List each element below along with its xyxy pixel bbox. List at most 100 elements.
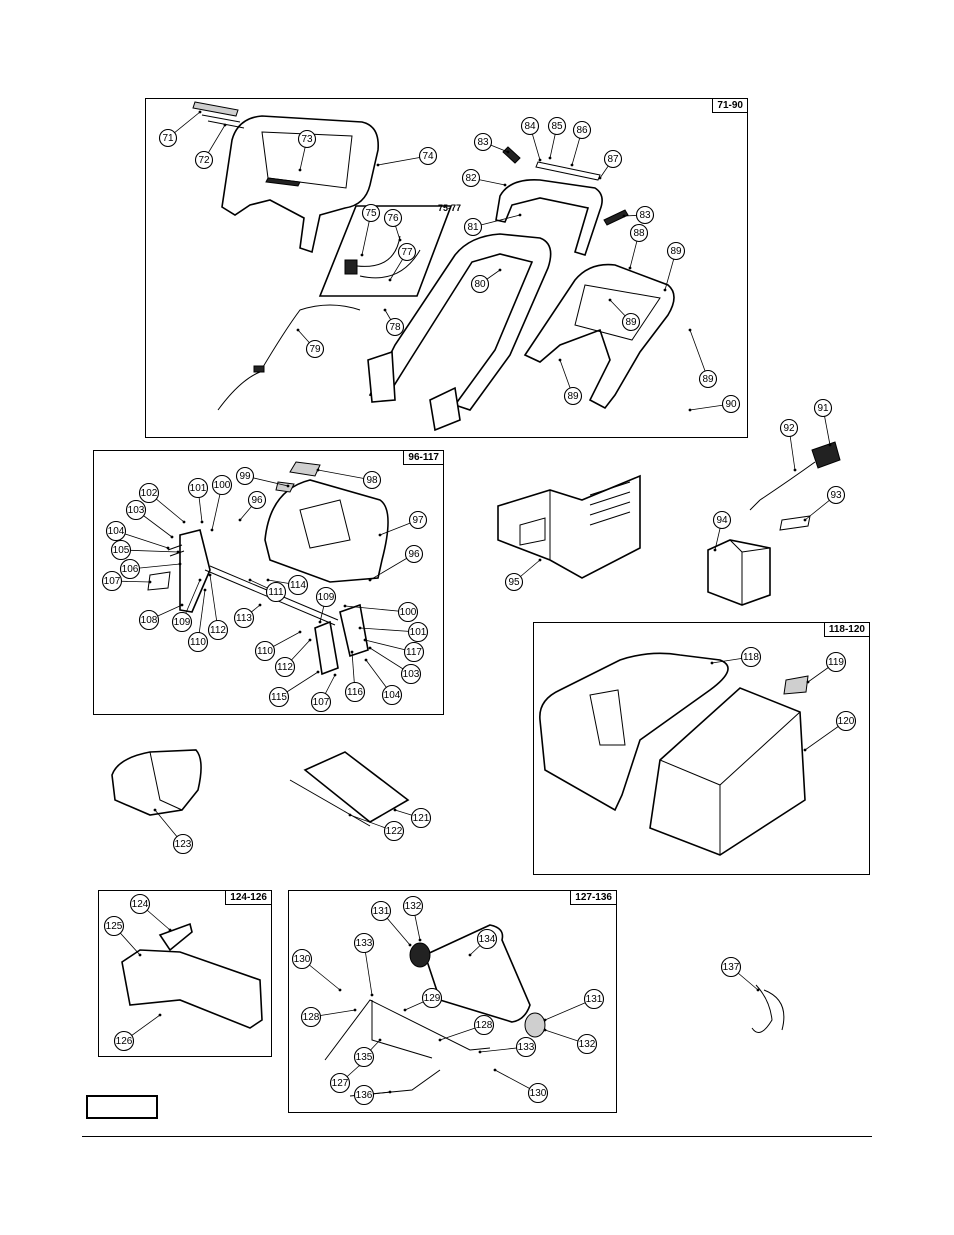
leader-dot [393, 808, 397, 812]
part-number: 131 [373, 906, 390, 917]
part-callout-121: 121 [410, 807, 432, 829]
part-number: 112 [210, 625, 226, 636]
part-callout-93: 93 [826, 485, 846, 505]
part-callout-96: 96 [404, 544, 424, 564]
leader-dot [378, 533, 382, 537]
panel-tag: 71-90 [712, 99, 747, 113]
part-number: 124 [132, 899, 149, 910]
leader-dot [358, 626, 362, 630]
roller-assembly [324, 924, 546, 1097]
part-number: 89 [702, 374, 714, 385]
part-number: 134 [479, 934, 496, 945]
upper-handle-bar [495, 146, 629, 256]
leader-dot [364, 658, 368, 662]
part-callout-117: 117 [403, 641, 425, 663]
leader-dot [543, 1028, 547, 1032]
footer-divider [82, 1136, 872, 1137]
part-callout-103: 103 [125, 499, 147, 521]
part-number: 137 [723, 962, 740, 973]
leader-dot [316, 468, 320, 472]
part-number: 72 [198, 155, 210, 166]
part-callout-94: 94 [712, 510, 732, 530]
part-number: 118 [743, 652, 759, 663]
part-callout-101: 101 [407, 621, 429, 643]
leader-dot [266, 578, 270, 582]
part-number: 86 [576, 125, 588, 136]
leader-dot [793, 468, 797, 472]
leader-dot [478, 1050, 482, 1054]
part-number: 91 [817, 403, 829, 414]
leader-dot [368, 578, 372, 582]
leader-dot [210, 528, 214, 532]
leader-dot [803, 518, 807, 522]
leader-dot [622, 214, 626, 218]
part-callout-74: 74 [418, 146, 438, 166]
part-number: 105 [113, 545, 130, 556]
part-callout-90: 90 [721, 394, 741, 414]
part-number: 100 [400, 607, 417, 618]
leader-dot [468, 953, 472, 957]
part-number: 71 [162, 133, 174, 144]
leader-dot [548, 156, 552, 160]
part-callout-114: 114 [287, 574, 309, 596]
leader-dot [376, 163, 380, 167]
part-number: 101 [190, 483, 207, 494]
part-callout-115: 115 [268, 686, 290, 708]
leader-dot [168, 928, 172, 932]
leader-dot [570, 163, 574, 167]
part-callout-89: 89 [698, 369, 718, 389]
part-callout-119: 119 [825, 651, 847, 673]
part-number: 132 [405, 901, 422, 912]
rear-cover [264, 461, 389, 583]
leader-dot [538, 558, 542, 562]
part-number: 135 [356, 1052, 373, 1063]
part-callout-133: 133 [515, 1036, 537, 1058]
axle-bracket-left [167, 529, 211, 613]
leader-dot [538, 158, 542, 162]
part-number: 89 [625, 317, 637, 328]
part-number: 93 [830, 490, 842, 501]
part-callout-96: 96 [247, 490, 267, 510]
part-callout-89: 89 [666, 241, 686, 261]
leader-dot [203, 588, 207, 592]
part-number: 92 [783, 423, 795, 434]
part-callout-81: 81 [463, 217, 483, 237]
part-number: 82 [465, 173, 477, 184]
part-callout-135: 135 [353, 1046, 375, 1068]
part-callout-116: 116 [344, 681, 366, 703]
label-sticker [147, 571, 171, 591]
leader-dot [182, 520, 186, 524]
part-number: 109 [174, 617, 191, 628]
leader-dot [756, 988, 760, 992]
part-number: 121 [413, 813, 430, 824]
part-callout-100: 100 [397, 601, 419, 623]
leader-dot [248, 578, 252, 582]
part-number: 85 [551, 121, 563, 132]
part-callout-125: 125 [103, 915, 125, 937]
leader-dot [378, 1038, 382, 1042]
panel-tag: 96-117 [403, 451, 443, 465]
part-callout-104: 104 [105, 520, 127, 542]
leader-dot [438, 1038, 442, 1042]
wrench-tool [751, 984, 785, 1033]
part-number: 94 [716, 515, 728, 526]
leader-dot [180, 603, 184, 607]
part-callout-128: 128 [473, 1014, 495, 1036]
part-number: 103 [128, 505, 145, 516]
part-number: 104 [384, 690, 401, 701]
part-number: 80 [474, 279, 486, 290]
leader-dot [608, 298, 612, 302]
side-discharge-chute [111, 749, 202, 816]
upper-handle-frame [221, 115, 379, 254]
leader-dot [370, 993, 374, 997]
leader-dot [408, 943, 412, 947]
grass-bag-fabric [649, 675, 809, 856]
part-callout-111: 111 [265, 581, 287, 603]
leader-dot [398, 238, 402, 242]
part-callout-73: 73 [297, 129, 317, 149]
part-number: 87 [607, 154, 619, 165]
leader-dot [298, 168, 302, 172]
leader-line [344, 605, 409, 613]
leader-dot [178, 562, 182, 566]
operators-manual [497, 474, 641, 579]
